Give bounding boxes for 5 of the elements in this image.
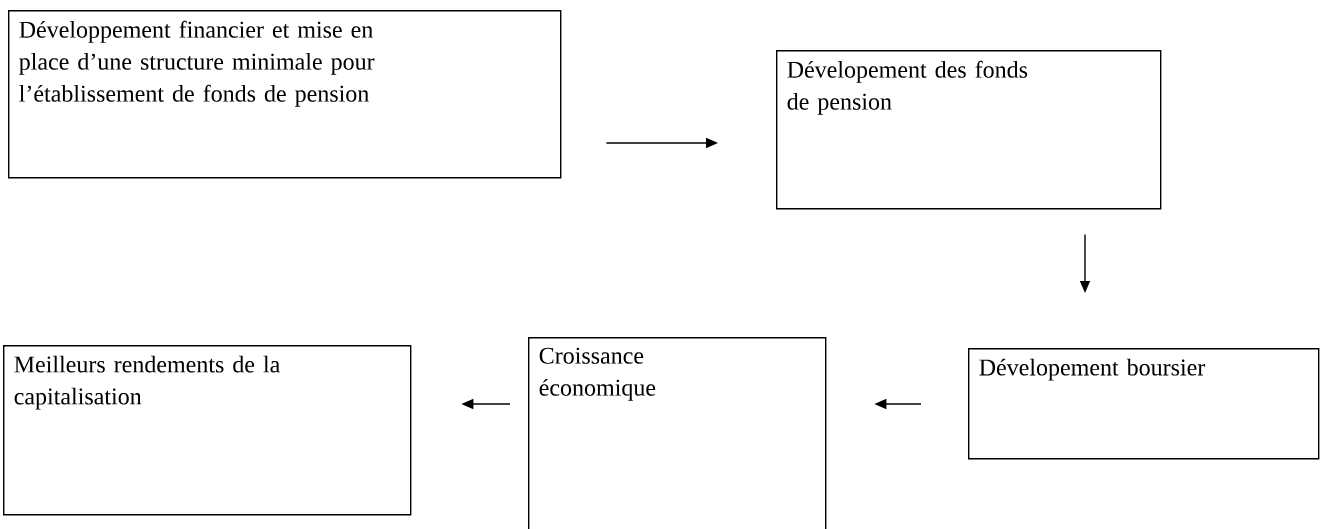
process-box: Meilleurs rendements de la capitalisation [3,345,412,516]
process-box: Croissance économique [528,337,827,529]
process-box: Dévelopement des fonds de pension [776,50,1162,210]
process-box: Dévelopement boursier [968,348,1320,460]
process-box: Développement financier et mise en place d’une structure minimale pour l’établissement de fonds de pension [8,10,562,179]
